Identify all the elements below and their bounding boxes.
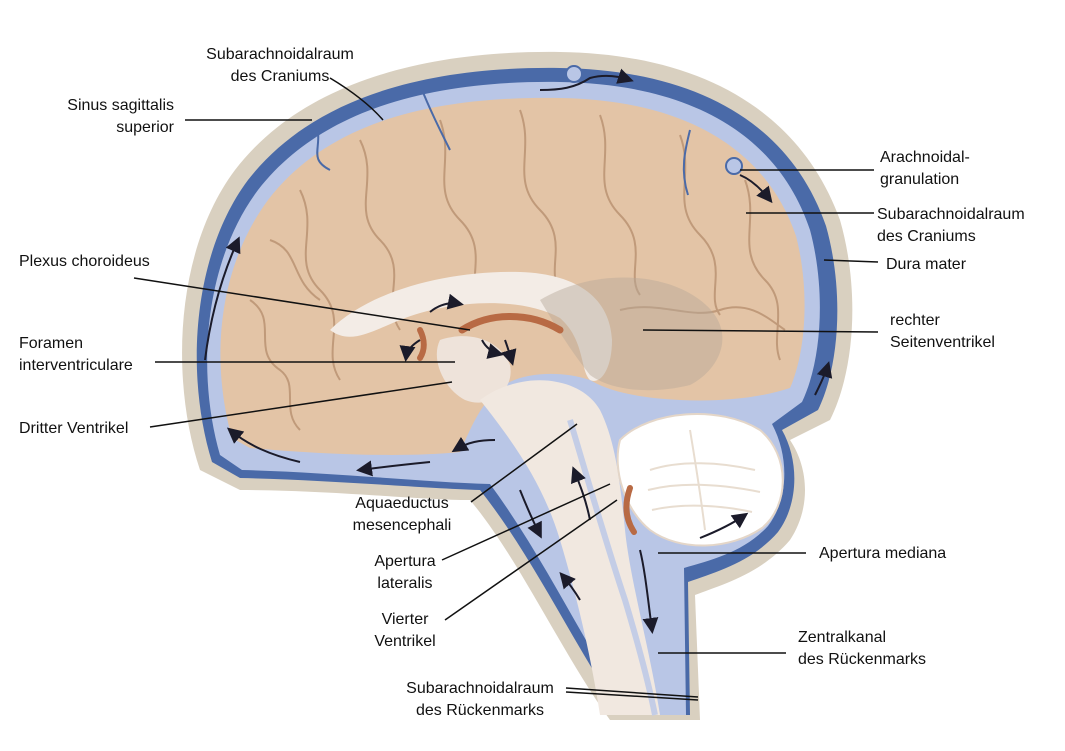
label-rechter-seitenventrikel: rechter Seitenventrikel (890, 310, 1040, 354)
label-line: Aquaeductus (355, 495, 449, 512)
label-subarachnoid-rueckenmark: Subarachnoidalraum des Rückenmarks (390, 678, 570, 722)
choroid-plexus (458, 313, 564, 334)
label-line: superior (116, 119, 174, 136)
label-line: Dritter Ventrikel (19, 420, 129, 437)
label-line: des Rückenmarks (798, 651, 927, 668)
csf-flow-arrows (204, 68, 833, 634)
label-line: Vierter (381, 611, 429, 628)
ventricle-shade (540, 277, 723, 391)
label-line: Apertura (374, 553, 436, 570)
label-apertura-mediana: Apertura mediana (819, 543, 979, 565)
label-dritter-ventrikel: Dritter Ventrikel (19, 418, 159, 440)
lateral-ventricle (330, 271, 612, 381)
label-subarachnoid-cranium-right: Subarachnoidalraum des Craniums (877, 204, 1057, 248)
label-aquaeductus-mesencephali: Aquaeductus mesencephali (340, 493, 464, 537)
central-canal (567, 419, 658, 716)
label-subarachnoid-cranium-top: Subarachnoidalraum des Craniums (190, 44, 370, 88)
label-zentralkanal: Zentralkanal des Rückenmarks (798, 627, 968, 671)
label-line: Apertura mediana (819, 545, 947, 562)
label-line: des Craniums (230, 68, 330, 85)
label-line: Subarachnoidalraum (206, 46, 354, 63)
label-line: des Craniums (877, 228, 976, 245)
cerebellum-folia (647, 429, 761, 531)
label-plexus-choroideus: Plexus choroideus (19, 251, 179, 273)
label-vierter-ventrikel: Vierter Ventrikel (360, 609, 450, 653)
label-line: Foramen (19, 335, 84, 352)
label-line: Arachnoidal- (880, 149, 970, 166)
label-arachnoid-granulation: Arachnoidal- granulation (880, 147, 1040, 191)
arachnoid-granulation-right (725, 157, 743, 175)
label-apertura-lateralis: Apertura lateralis (360, 551, 450, 595)
label-line: Dura mater (886, 256, 967, 273)
cerebellum (616, 413, 784, 547)
label-line: Seitenventrikel (890, 334, 995, 351)
choroid-plexus-left (417, 327, 427, 361)
label-line: Ventrikel (374, 633, 436, 650)
label-line: Plexus choroideus (19, 253, 150, 270)
leader-lines (133, 77, 879, 701)
brainstem (480, 380, 660, 715)
label-line: Sinus sagittalis (67, 97, 174, 114)
arachnoid-granulation-top (565, 65, 583, 83)
label-sinus-sagittalis: Sinus sagittalis superior (20, 95, 174, 139)
label-line: des Rückenmarks (415, 702, 545, 719)
label-line: Subarachnoidalraum (406, 680, 554, 697)
label-line: lateralis (377, 575, 433, 592)
fourth-ventricle-plexus (623, 485, 637, 535)
label-line: granulation (880, 171, 960, 188)
label-line: rechter (890, 312, 940, 329)
label-line: mesencephali (352, 517, 452, 534)
label-line: Subarachnoidalraum (877, 206, 1025, 223)
label-foramen-interventriculare: Foramen interventriculare (19, 333, 159, 377)
label-line: Zentralkanal (798, 629, 887, 646)
label-line: interventriculare (19, 357, 133, 374)
label-dura-mater: Dura mater (886, 254, 1026, 276)
cortical-veins (316, 84, 691, 196)
